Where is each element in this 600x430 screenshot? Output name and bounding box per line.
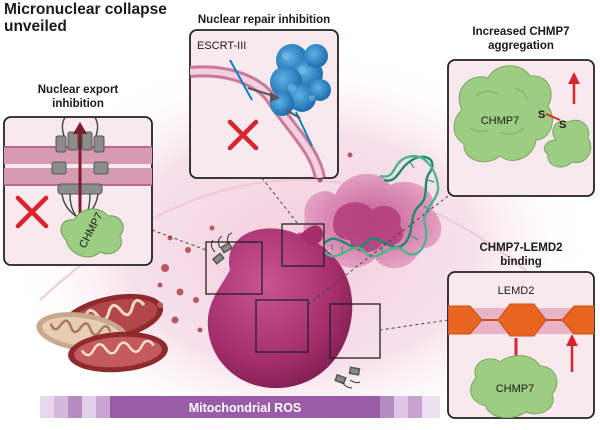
figure-title-line2: unveiled (4, 18, 67, 35)
mitochondria (36, 293, 168, 373)
chmp7-label-aggregation: CHMP7 (481, 115, 520, 127)
lemd2-label: LEMD2 (498, 285, 535, 297)
panel-nuclear-repair: ESCRT-III (189, 29, 339, 179)
mitochondrial-ros-bar: Mitochondrial ROS (40, 396, 440, 418)
figure-title: Micronuclear collapse unveiled (4, 1, 204, 35)
escrt-iii-label: ESCRT-III (197, 40, 246, 52)
lemd2-chain (448, 303, 594, 337)
region-markers (205, 223, 381, 359)
chmp7-label-lemd2: CHMP7 (496, 383, 535, 395)
panel-nuclear-export: CHMP7 (3, 116, 153, 266)
chmp7-aggregate (453, 65, 553, 163)
figure-title-line1: Micronuclear collapse (4, 1, 167, 18)
caption-nuclear-export-line2: inhibition (52, 97, 104, 110)
escrt-iii-complex (270, 44, 331, 116)
leaked-chromatin-inner (333, 202, 404, 253)
caption-chmp7-aggregation-line1: Increased CHMP7 (472, 26, 570, 38)
dna-helix (324, 155, 440, 258)
chmp7-protein-lemd2 (470, 355, 558, 418)
region-marker-export (205, 241, 263, 295)
disulfide-s-right: S (559, 119, 566, 131)
caption-chmp7-aggregation-line2: aggregation (488, 39, 554, 52)
region-marker-repair (281, 223, 325, 267)
region-marker-aggregation (255, 299, 309, 353)
caption-chmp7-lemd2-line2: binding (500, 255, 542, 268)
disulfide-s-left: S (538, 109, 545, 121)
region-marker-lemd2 (329, 303, 381, 359)
caption-nuclear-export: Nuclear export inhibition (4, 84, 152, 111)
panel-chmp7-lemd2: LEMD2 CHMP7 (447, 271, 595, 419)
caption-nuclear-repair: Nuclear repair inhibition (186, 14, 342, 28)
micronucleus (207, 228, 353, 389)
chmp7-protein-export (60, 208, 124, 258)
mitochondrial-ros-label: Mitochondrial ROS (189, 401, 302, 415)
connector-lines (151, 177, 449, 331)
caption-nuclear-export-line1: Nuclear export (37, 84, 119, 96)
caption-chmp7-aggregation: Increased CHMP7 aggregation (448, 26, 594, 53)
micronucleus-rupture (300, 225, 324, 246)
chmp7-monomer (543, 119, 592, 168)
panel-chmp7-aggregation: S S CHMP7 (447, 59, 595, 197)
nuclear-pores (211, 241, 361, 385)
caption-chmp7-lemd2-line1: CHMP7-LEMD2 (479, 242, 563, 254)
caption-chmp7-lemd2: CHMP7-LEMD2 binding (448, 242, 594, 269)
caption-nuclear-repair-line1: Nuclear repair inhibition (197, 14, 331, 26)
